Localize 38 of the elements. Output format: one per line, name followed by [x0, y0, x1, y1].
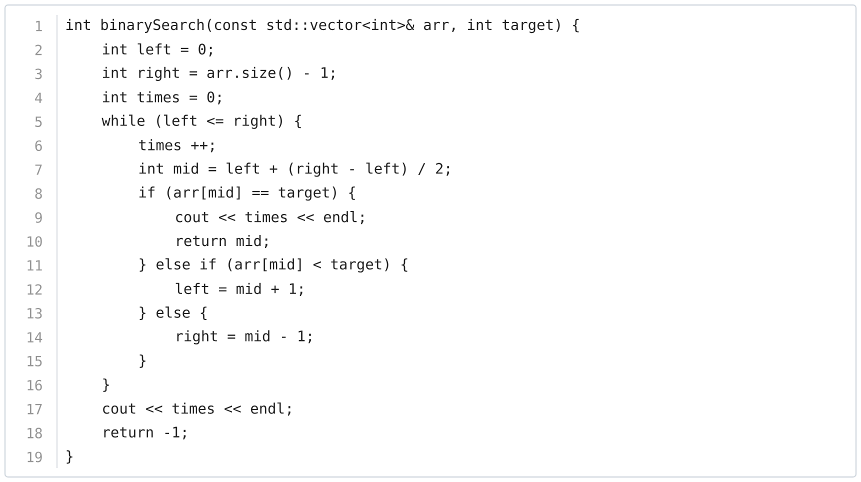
- code-line: right = mid - 1;: [177, 330, 311, 344]
- line-number: 11: [28, 260, 42, 270]
- code-line: int right = arr.size() - 1;: [102, 66, 334, 81]
- code-line: }: [66, 450, 72, 464]
- line-number: 14: [28, 332, 42, 342]
- code-line: } else {: [140, 306, 206, 320]
- code-line: return -1;: [104, 426, 186, 440]
- line-number: 4: [35, 92, 42, 103]
- line-number: 1: [36, 20, 42, 32]
- line-number: 15: [28, 356, 42, 366]
- code-line: return mid;: [177, 234, 268, 248]
- code-line: int mid = left + (right - left) / 2;: [139, 162, 450, 177]
- code-line: while (left <= right) {: [102, 114, 301, 129]
- line-number: 16: [28, 380, 42, 390]
- line-number: 9: [35, 212, 42, 223]
- code-line: } else if (arr[mid] < target) {: [140, 258, 408, 272]
- code-line: left = mid + 1;: [176, 282, 302, 296]
- code-line: int left = 0;: [102, 43, 212, 56]
- line-number: 8: [35, 188, 42, 199]
- line-number: 17: [28, 404, 42, 414]
- line-number: 19: [28, 452, 42, 462]
- line-number: 12: [28, 284, 42, 295]
- code-line: int binarySearch(const std::vector<int>& arr, int target) {: [66, 18, 579, 34]
- line-number: 3: [35, 68, 42, 80]
- line-number: 2: [35, 44, 42, 56]
- line-number: 6: [35, 140, 42, 151]
- code-line: cout << times << endl;: [176, 211, 364, 224]
- code-line: times ++;: [139, 139, 214, 152]
- code-line: if (arr[mid] == target) {: [139, 186, 355, 201]
- line-number: 13: [28, 308, 42, 319]
- code-line: cout << times << endl;: [103, 402, 290, 416]
- line-number: 10: [28, 236, 42, 247]
- line-number: 5: [35, 116, 42, 127]
- code-line: }: [140, 354, 146, 368]
- code-line: int times = 0;: [102, 91, 221, 104]
- code-line: }: [103, 378, 109, 392]
- line-number: 18: [28, 428, 42, 438]
- line-number: 7: [35, 164, 42, 175]
